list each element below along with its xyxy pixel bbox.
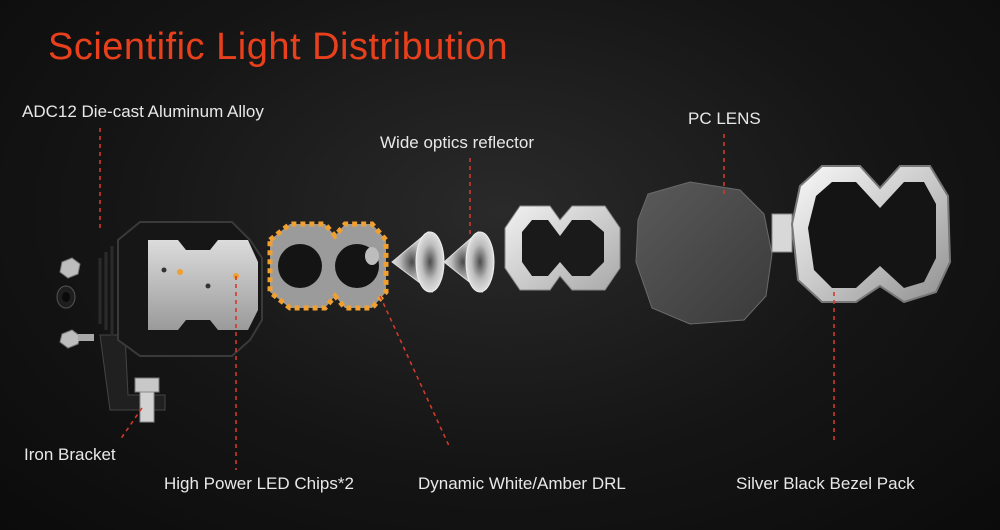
pc-lens-icon <box>635 181 773 325</box>
aluminum-housing-icon <box>98 221 263 357</box>
label-bezel: Silver Black Bezel Pack <box>736 474 915 493</box>
leader-line-drl <box>379 295 451 449</box>
label-reflector: Wide optics reflector <box>380 133 534 152</box>
label-bracket: Iron Bracket <box>24 445 116 464</box>
iron-bracket-icon <box>99 334 166 423</box>
label-housing: ADC12 Die-cast Aluminum Alloy <box>22 102 264 121</box>
label-lens: PC LENS <box>688 109 761 128</box>
drl-ring-icon <box>267 221 389 311</box>
reflector-cones-icon <box>365 230 495 294</box>
leader-lines <box>99 128 835 470</box>
label-drl: Dynamic White/Amber DRL <box>418 474 626 493</box>
label-led-chips: High Power LED Chips*2 <box>164 474 354 493</box>
silver-bezel-icon <box>771 165 952 304</box>
screw-nut-set-icon <box>56 257 94 349</box>
leader-line-bracket <box>119 407 143 441</box>
inner-bezel-ring-icon <box>504 205 621 291</box>
page-title: Scientific Light Distribution <box>48 26 509 68</box>
